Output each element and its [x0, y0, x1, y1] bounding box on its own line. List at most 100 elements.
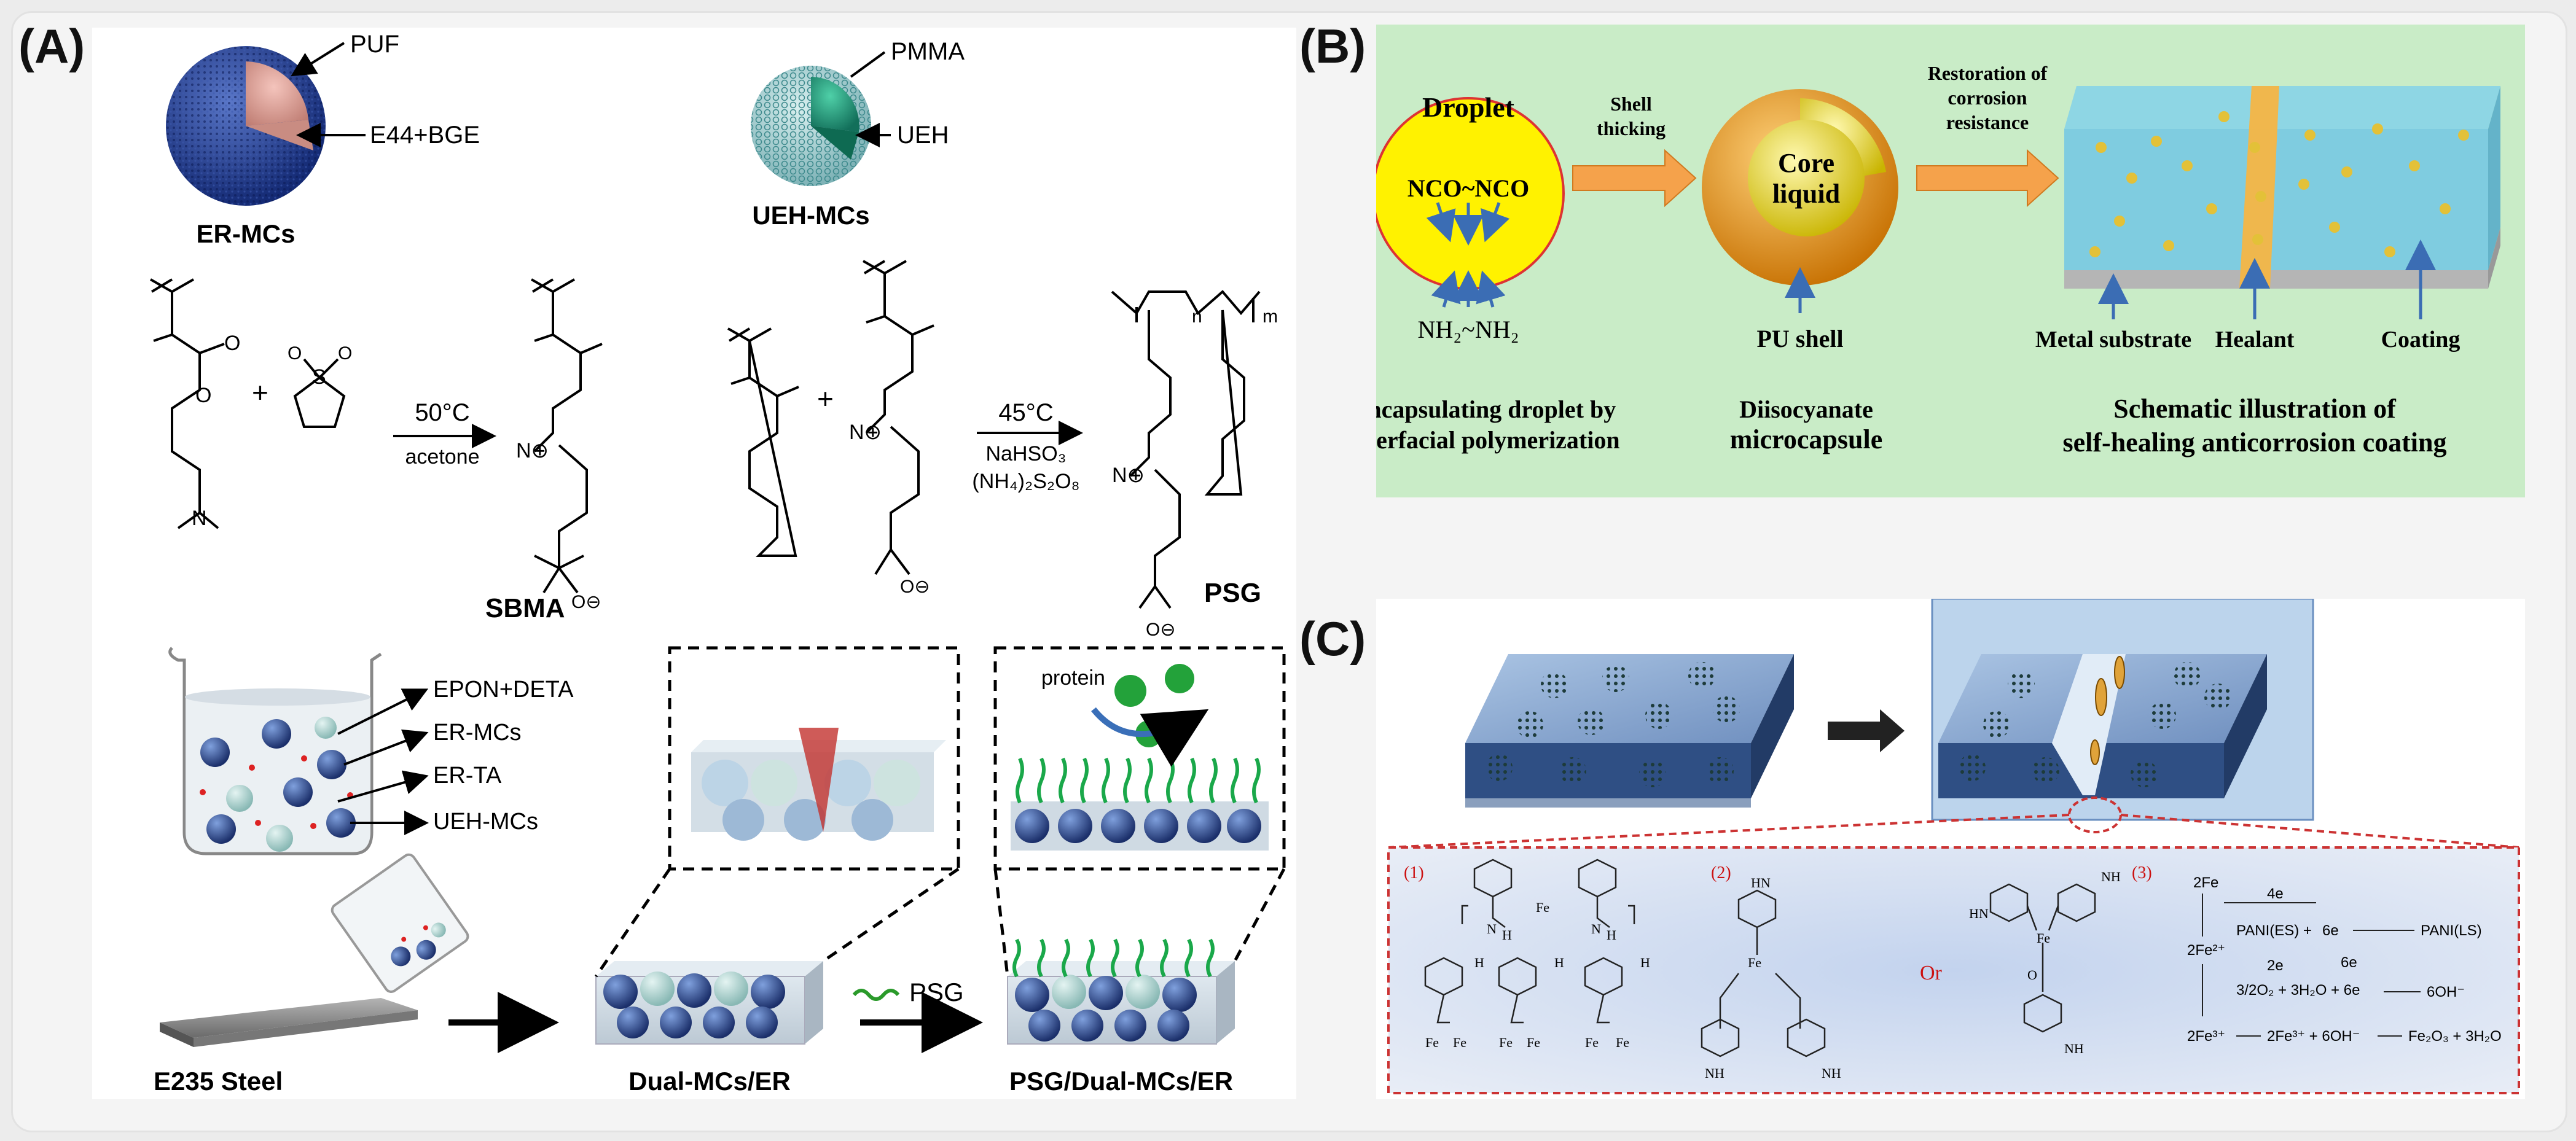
ueh-mcs-name: UEH-MCs	[752, 201, 869, 230]
rx-2fe3p-oh: 2Fe³⁺ + 6OH⁻	[2267, 1028, 2360, 1045]
slab-pointers	[2098, 239, 2436, 319]
sbma-o-minus: O⊖	[571, 592, 601, 612]
mech-1-h-bond-2: H	[1554, 955, 1564, 970]
dmaema-o1: O	[224, 332, 240, 355]
mech-1-h-bond-1: H	[1474, 955, 1484, 970]
rxn2-temp: 45°C	[998, 399, 1053, 426]
crack-zoom	[691, 728, 946, 841]
sultone-o2: O	[338, 343, 352, 364]
panel-a-label: (A)	[18, 19, 85, 73]
er-mcs-name: ER-MCs	[196, 219, 295, 248]
protein-label: protein	[1041, 666, 1105, 690]
plus-sign-2: +	[817, 383, 834, 415]
beaker-pointers	[337, 688, 429, 835]
rx-pani-es: PANI(ES) +	[2236, 922, 2312, 939]
beaker-item-epon: EPON+DETA	[433, 677, 574, 703]
cap3-line1: Schematic illustration of	[2113, 394, 2397, 424]
sultone-s: S	[312, 365, 326, 389]
panel-c-diagram: (1) (2) (3) Or Fe N H N H Fe Fe Fe Fe Fe…	[1387, 598, 2520, 1094]
cap1-line2: interfacial polymerization	[1376, 426, 1620, 454]
cap1-line1: Encapsulating droplet by	[1376, 395, 1616, 423]
mech-2-nh-d: NH	[2064, 1041, 2084, 1056]
mech-2-fe-b: Fe	[2037, 930, 2050, 946]
zoom-box-right	[993, 646, 1286, 977]
puf-label: PUF	[350, 31, 399, 58]
arrow1-line2: thicking	[1597, 117, 1666, 139]
droplet-arrows	[1426, 202, 1510, 308]
sbma2-n-plus: N⊕	[849, 421, 882, 444]
rxn1-solvent: acetone	[405, 445, 480, 469]
psg-o-minus: O⊖	[1146, 620, 1175, 640]
steel-label: E235 Steel	[154, 1067, 283, 1096]
rx-4e: 4e	[2267, 886, 2284, 902]
mech-3-label: (3)	[2132, 863, 2152, 882]
mech-2-structure-b	[1989, 883, 2096, 1033]
mech-2-fe-a: Fe	[1748, 955, 1761, 970]
beaker-item-er-ta: ER-TA	[433, 763, 502, 789]
rx-2fe: 2Fe	[2193, 874, 2218, 891]
psg-structure	[1111, 290, 1261, 609]
mech-2-nh-b: NH	[1822, 1065, 1841, 1081]
core-line1: Core	[1778, 148, 1834, 178]
mech-2-hn-a: HN	[1751, 875, 1771, 890]
e44-bge-label: E44+BGE	[370, 122, 480, 149]
panel-a-diagram: PUF E44+BGE ER-MCs PMMA UEH UEH-MCs O O …	[150, 31, 1286, 1096]
mech-1-n1: N	[1487, 921, 1497, 937]
arrow2-line3: resistance	[1946, 111, 2029, 133]
mech-2-label: (2)	[1711, 863, 1731, 882]
dmaema-structure	[150, 278, 225, 529]
rx-6e-b: 6e	[2341, 954, 2357, 971]
mech-1-fe-1: Fe	[1425, 1035, 1439, 1050]
beaker	[168, 647, 382, 855]
mech-1-label: (1)	[1404, 863, 1424, 882]
mech-2-nh-a: NH	[1705, 1065, 1725, 1081]
beaker-item-er-mcs: ER-MCs	[433, 720, 522, 746]
arrow-shell-thicking	[1572, 149, 1697, 208]
rx-2e: 2e	[2267, 957, 2284, 974]
sbma-label: SBMA	[485, 593, 565, 623]
steel-plate	[160, 998, 418, 1047]
mech-1-h-bond-3: H	[1640, 955, 1650, 970]
mech-2-nh-c: NH	[2101, 869, 2121, 884]
panel-a: PUF E44+BGE ER-MCs PMMA UEH UEH-MCs O O …	[92, 28, 1296, 1099]
mech-2-hn-b: HN	[1969, 906, 1989, 921]
panel-c-label: (C)	[1299, 612, 1366, 666]
ueh-mcs-capsule	[751, 66, 871, 186]
propane-sultone-structure	[293, 358, 346, 428]
rx-fe2o3: Fe₂O₃ + 3H₂O	[2408, 1028, 2502, 1045]
rxn1-temp: 50°C	[415, 399, 469, 426]
dmaema-n: N	[192, 507, 207, 530]
panel-b: Droplet NCO~NCO NH₂~NH₂ Shell thicking C…	[1347, 25, 2525, 497]
psg-n-plus: N⊕	[1112, 464, 1145, 487]
diisocyanate-capsule	[1702, 89, 1898, 286]
pmma-label: PMMA	[891, 38, 965, 65]
rx-2fe3p: 2Fe³⁺	[2187, 1028, 2225, 1045]
gma-structure	[727, 327, 799, 557]
rx-2fe2p: 2Fe²⁺	[2187, 942, 2225, 959]
sbma2-o-minus: O⊖	[900, 577, 930, 597]
mech-3-reactions: 2Fe 4e 2Fe²⁺ PANI(ES) + 6e PANI(LS) 6e 2…	[2187, 874, 2502, 1045]
process-arrow	[1828, 709, 1905, 752]
rx-6e: 6e	[2322, 922, 2339, 939]
dual-mcs-box	[595, 961, 823, 1045]
rxn2-reagent2: (NH₄)₂S₂O₈	[972, 470, 1079, 493]
rx-o2: 3/2O₂ + 3H₂O + 6e	[2236, 982, 2360, 999]
mech-1-h2: H	[1607, 927, 1616, 943]
panel-c: (1) (2) (3) Or Fe N H N H Fe Fe Fe Fe Fe…	[1376, 598, 2525, 1099]
nco-label: NCO~NCO	[1407, 174, 1530, 202]
zoom-connectors	[1388, 814, 2519, 849]
psg-label: PSG	[1204, 578, 1261, 608]
sbma-n-plus: N⊕	[516, 439, 549, 462]
cap3-line2: self-healing anticorrosion coating	[2063, 427, 2447, 458]
mech-1-fe-3: Fe	[1499, 1035, 1513, 1050]
beaker-item-ueh-mcs: UEH-MCs	[433, 809, 538, 835]
cap2-line2: microcapsule	[1730, 424, 1883, 454]
mech-1-fe-top: Fe	[1536, 900, 1549, 915]
mech-1-fe-2: Fe	[1453, 1035, 1466, 1050]
arrow-restoration	[1916, 149, 2059, 208]
mech-1-n2: N	[1591, 921, 1601, 937]
arrow2-line2: corrosion	[1948, 87, 2027, 109]
rx-pani-ls: PANI(LS)	[2421, 922, 2482, 939]
psg-m-sub: m	[1263, 306, 1278, 327]
panel-b-label: (B)	[1299, 19, 1366, 73]
